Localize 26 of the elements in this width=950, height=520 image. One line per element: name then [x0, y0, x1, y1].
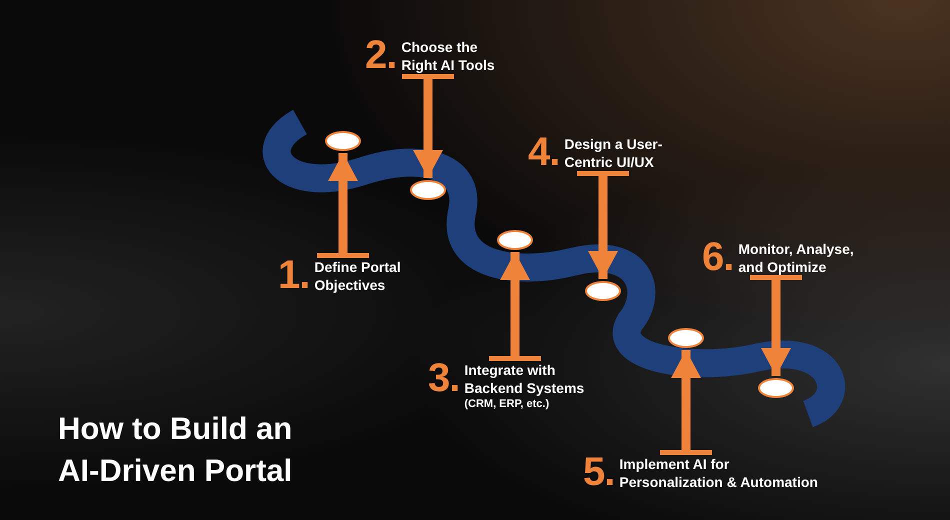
arrow [660, 350, 712, 455]
step-number: 2. [365, 35, 396, 75]
step-number: 6. [702, 237, 734, 277]
step-title: Implement AI for Personalization & Automation [619, 455, 819, 491]
milestone-oval [668, 328, 704, 348]
step-title: Design a User-Centric UI/UX [564, 135, 664, 171]
milestone-oval [410, 180, 446, 200]
step-title: Define Portal Objectives [314, 258, 402, 294]
step-number: 3. [428, 358, 460, 398]
step-title: Monitor, Analyse, and Optimize [738, 240, 855, 276]
arrow [317, 153, 369, 258]
step-number: 1. [278, 255, 310, 295]
title: How to Build an AI-Driven Portal [58, 410, 294, 490]
milestone-oval [497, 230, 533, 250]
arrow [489, 252, 541, 361]
arrow [402, 74, 454, 178]
milestone-oval [585, 281, 621, 301]
step-number: 5. [583, 452, 614, 492]
milestone-oval [758, 378, 794, 398]
step-title: Integrate with Backend Systems [464, 361, 586, 397]
arrow [750, 275, 802, 376]
arrow [577, 171, 629, 279]
milestone-oval [325, 131, 361, 151]
step-number: 4. [528, 132, 560, 172]
step-note: (CRM, ERP, etc.) [464, 397, 550, 412]
step-title: Choose the Right AI Tools [401, 38, 496, 74]
